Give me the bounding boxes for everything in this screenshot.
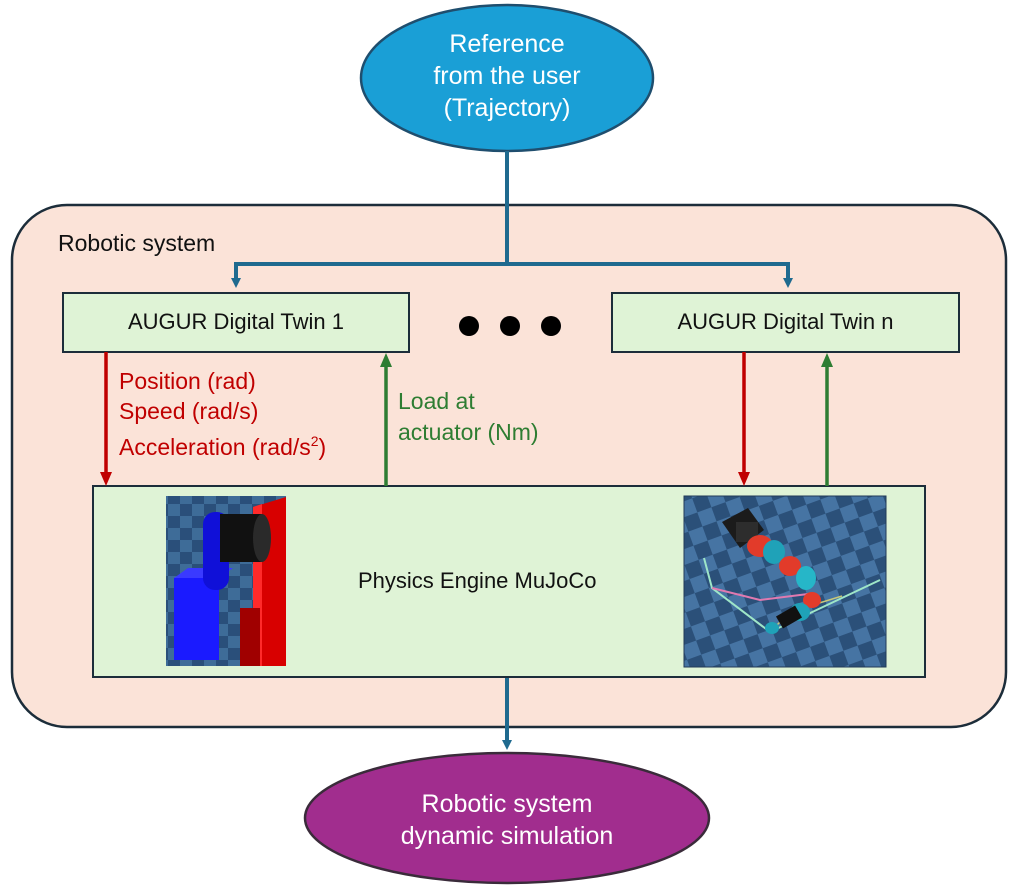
- digital-twin-1-box: [62, 292, 410, 353]
- split-to-twin-n-arrow: [507, 262, 793, 288]
- digital-twin-n-box: [611, 292, 960, 353]
- twin-1-output-arrowhead: [100, 472, 112, 486]
- ellipsis-dot-3: [541, 316, 561, 336]
- split-to-twin-1-arrow: [231, 262, 507, 288]
- simulation-node-text: Robotic system dynamic simulation: [400, 790, 614, 850]
- acceleration-exponent: 2: [310, 433, 319, 449]
- twin-1-feedback-arrowhead: [380, 353, 392, 367]
- ellipsis-dot-2: [500, 316, 520, 336]
- reference-node-text: Reference from the user (Trajectory): [433, 30, 581, 122]
- output-speed: Speed (rad/s): [119, 398, 259, 424]
- load-feedback-label: Load at actuator (Nm): [398, 388, 539, 445]
- actuator-command-outputs: Position (rad) Speed (rad/s) Acceleratio…: [119, 366, 326, 462]
- twin-n-feedback-arrowhead: [821, 353, 833, 367]
- digital-twin-n-label: AUGUR Digital Twin n: [677, 309, 894, 334]
- robot-arm-render-image: [683, 495, 887, 668]
- digital-twin-1-label: AUGUR Digital Twin 1: [128, 309, 344, 334]
- twin-n-output-arrowhead: [738, 472, 750, 486]
- output-acceleration: Acceleration (rad/s2): [119, 433, 327, 460]
- physics-engine-label: Physics Engine MuJoCo: [358, 568, 597, 593]
- single-joint-render-image: [166, 496, 286, 666]
- robotic-system-label: Robotic system: [58, 230, 216, 256]
- simulation-node: [303, 751, 711, 885]
- output-position: Position (rad): [119, 368, 256, 394]
- ellipsis-dot-1: [459, 316, 479, 336]
